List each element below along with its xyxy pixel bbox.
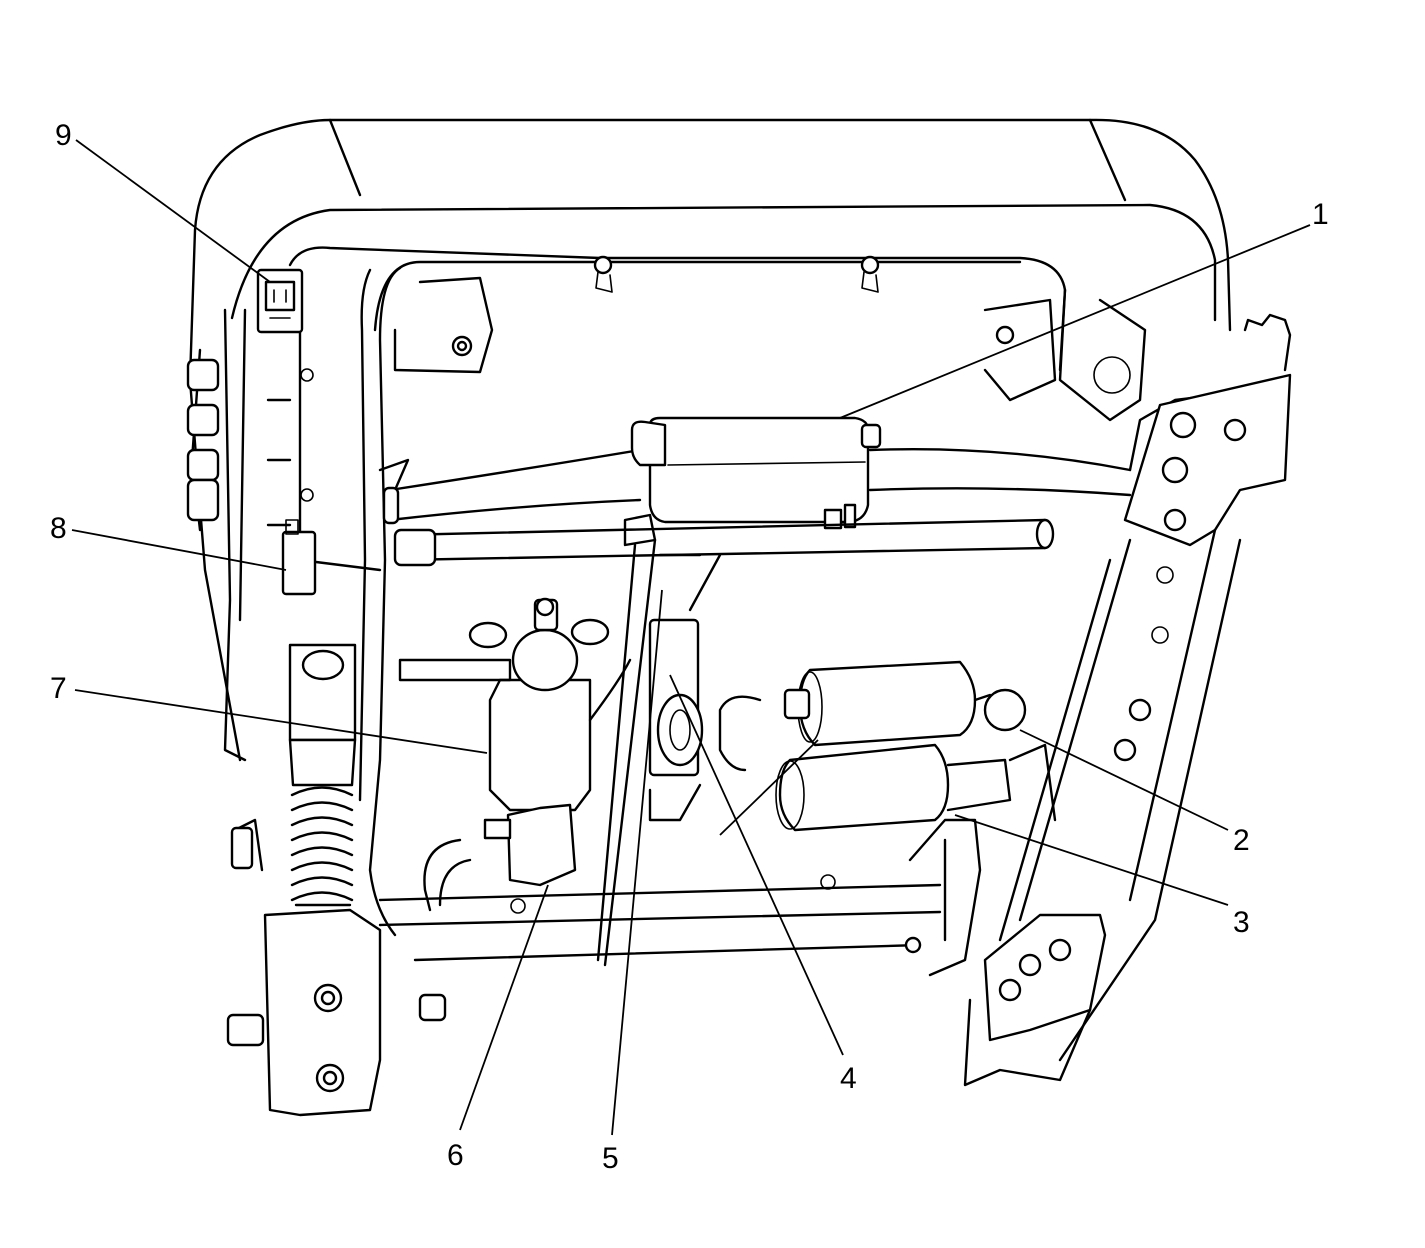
connector-8 (281, 519, 317, 596)
right-rail (983, 288, 1292, 1062)
leader-2 (1019, 729, 1229, 831)
motor-2 (718, 660, 1027, 772)
motor-1 (630, 416, 882, 530)
wire-harness (288, 246, 1067, 937)
lower-cross-bar (393, 513, 1055, 567)
callout-5: 5 (602, 1142, 619, 1175)
callout-6: 6 (447, 1139, 464, 1172)
callout-8: 8 (50, 512, 67, 545)
lower-frame-bar (378, 818, 982, 1022)
leader-lines (71, 139, 1311, 1136)
callout-1: 1 (1312, 198, 1329, 231)
callout-3: 3 (1233, 906, 1250, 939)
leader-1 (839, 224, 1311, 419)
component-4-assembly (648, 553, 722, 822)
motor-7 (398, 597, 632, 812)
leader-8 (71, 529, 287, 571)
connector-9 (256, 268, 304, 334)
callout-4: 4 (840, 1062, 857, 1095)
leader-9 (75, 139, 271, 283)
spring-assembly (288, 643, 357, 907)
motor-3 (775, 743, 1057, 832)
leader-3 (954, 814, 1229, 906)
callout-7: 7 (50, 672, 67, 705)
leader-4a (669, 674, 844, 1056)
callout-9: 9 (55, 119, 72, 152)
leader-4b (719, 739, 819, 836)
left-lower-bracket (226, 818, 382, 1117)
leader-7 (74, 689, 488, 754)
upper-cross-tube (382, 447, 1132, 525)
leader-6 (459, 884, 549, 1131)
connector-6 (423, 803, 577, 912)
callout-2: 2 (1233, 824, 1250, 857)
leader-5 (611, 589, 663, 1136)
right-lower-bracket (963, 913, 1107, 1087)
callout-labels: 1 2 3 4 5 6 7 8 9 (50, 119, 1329, 1175)
